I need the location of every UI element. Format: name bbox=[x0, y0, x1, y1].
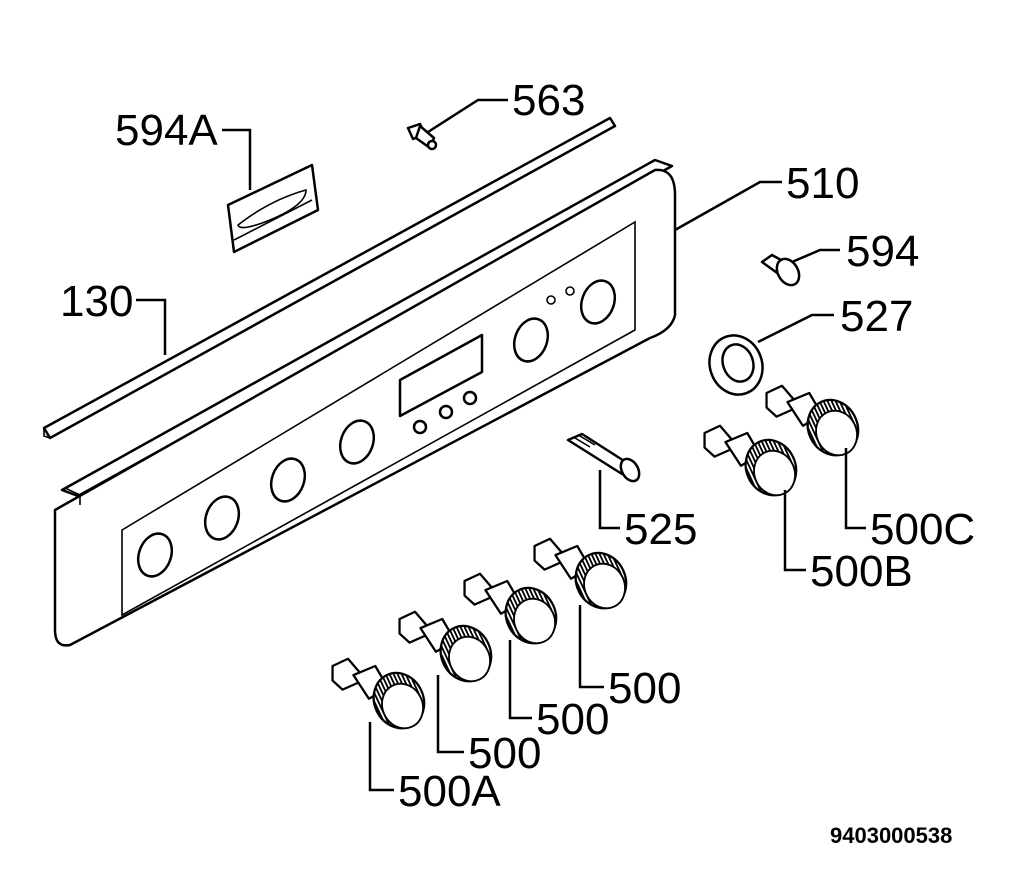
label-500A: 500A bbox=[398, 767, 501, 816]
label-563: 563 bbox=[512, 76, 585, 125]
ring-527 bbox=[708, 334, 764, 396]
label-510: 510 bbox=[786, 159, 859, 208]
document-number: 9403000538 bbox=[830, 823, 952, 848]
screw-563 bbox=[406, 122, 438, 151]
label-500C: 500C bbox=[870, 505, 975, 554]
knob-500-left bbox=[398, 610, 495, 690]
knob-500A bbox=[331, 657, 428, 737]
label-500B: 500B bbox=[810, 547, 913, 596]
seal-strip-130 bbox=[42, 116, 617, 440]
control-panel-510 bbox=[53, 158, 677, 647]
cap-594 bbox=[760, 253, 801, 287]
label-527: 527 bbox=[840, 292, 913, 341]
label-500-1: 500 bbox=[608, 664, 681, 713]
label-594: 594 bbox=[846, 227, 919, 276]
label-500-3: 500 bbox=[468, 729, 541, 778]
leader-lines bbox=[136, 98, 866, 792]
label-525: 525 bbox=[624, 505, 697, 554]
shaft-525 bbox=[566, 432, 641, 483]
label-500-2: 500 bbox=[536, 695, 609, 744]
bracket-594A bbox=[226, 163, 320, 254]
label-130: 130 bbox=[60, 277, 133, 326]
knob-500B bbox=[703, 424, 800, 504]
label-594A: 594A bbox=[115, 106, 218, 155]
